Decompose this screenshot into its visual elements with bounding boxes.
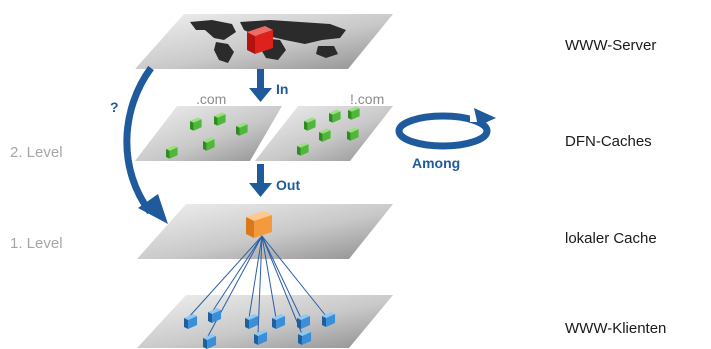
client-connection-line xyxy=(248,235,263,319)
layer-label-dfn: DFN-Caches xyxy=(565,133,652,150)
client-connection-line xyxy=(261,235,277,319)
client-connection-line xyxy=(261,235,327,317)
out-arrow xyxy=(249,164,272,197)
dfn-cache-cube xyxy=(166,145,178,159)
client-connection-line xyxy=(187,235,263,319)
level-label-1: 1. Level xyxy=(10,235,63,252)
among-cycle-icon xyxy=(395,108,496,150)
local-cache-layer xyxy=(137,204,393,259)
dfn-cache-cube xyxy=(348,106,360,120)
layer-label-local: lokaler Cache xyxy=(565,230,657,247)
layer-label-clients: WWW-Klienten xyxy=(565,320,666,337)
dfn-cache-cube xyxy=(214,112,226,126)
arrow-label-among: Among xyxy=(412,155,460,171)
arrow-label-in: In xyxy=(276,81,288,97)
dfn-layer-com xyxy=(135,106,282,161)
dfn-cache-cube xyxy=(236,122,248,136)
server-cube xyxy=(247,26,273,54)
in-arrow xyxy=(249,69,272,102)
client-cube xyxy=(297,313,311,330)
dfn-cache-cube xyxy=(329,109,341,123)
client-connection-line xyxy=(261,235,303,335)
dfn-cache-cube xyxy=(304,117,316,131)
client-connection-line xyxy=(257,235,263,335)
clients-plane xyxy=(137,295,393,348)
client-cube xyxy=(298,329,312,346)
dfn-cache-cubes xyxy=(166,106,360,159)
question-arrow xyxy=(123,65,168,224)
client-cube xyxy=(245,313,259,330)
dfn-cache-cube xyxy=(297,142,309,156)
arrow-label-question: ? xyxy=(110,99,119,115)
dfn-cache-cube xyxy=(319,128,331,142)
client-cube xyxy=(208,307,222,324)
client-connection-lines xyxy=(187,235,327,339)
world-map-icon xyxy=(190,20,346,63)
domain-label-not-com: !.com xyxy=(350,91,384,107)
client-connection-line xyxy=(211,235,263,313)
client-cube xyxy=(322,311,336,328)
clients-layer xyxy=(137,295,393,348)
dfn-cache-cube xyxy=(347,127,359,141)
layer-label-server: WWW-Server xyxy=(565,37,656,54)
client-cube xyxy=(254,329,268,346)
client-cube xyxy=(203,333,217,349)
dfn-cache-cube xyxy=(190,117,202,131)
server-layer xyxy=(135,14,393,69)
level-label-2: 2. Level xyxy=(10,144,63,161)
client-cube xyxy=(272,313,286,330)
local-cache-cube xyxy=(246,211,272,238)
domain-label-com: .com xyxy=(196,91,226,107)
dfn-cache-cube xyxy=(203,137,215,151)
dfn-plane-com xyxy=(135,106,282,161)
client-cube xyxy=(184,313,198,330)
client-cubes xyxy=(184,307,336,349)
arrow-label-out: Out xyxy=(276,177,300,193)
client-connection-line xyxy=(261,235,302,319)
